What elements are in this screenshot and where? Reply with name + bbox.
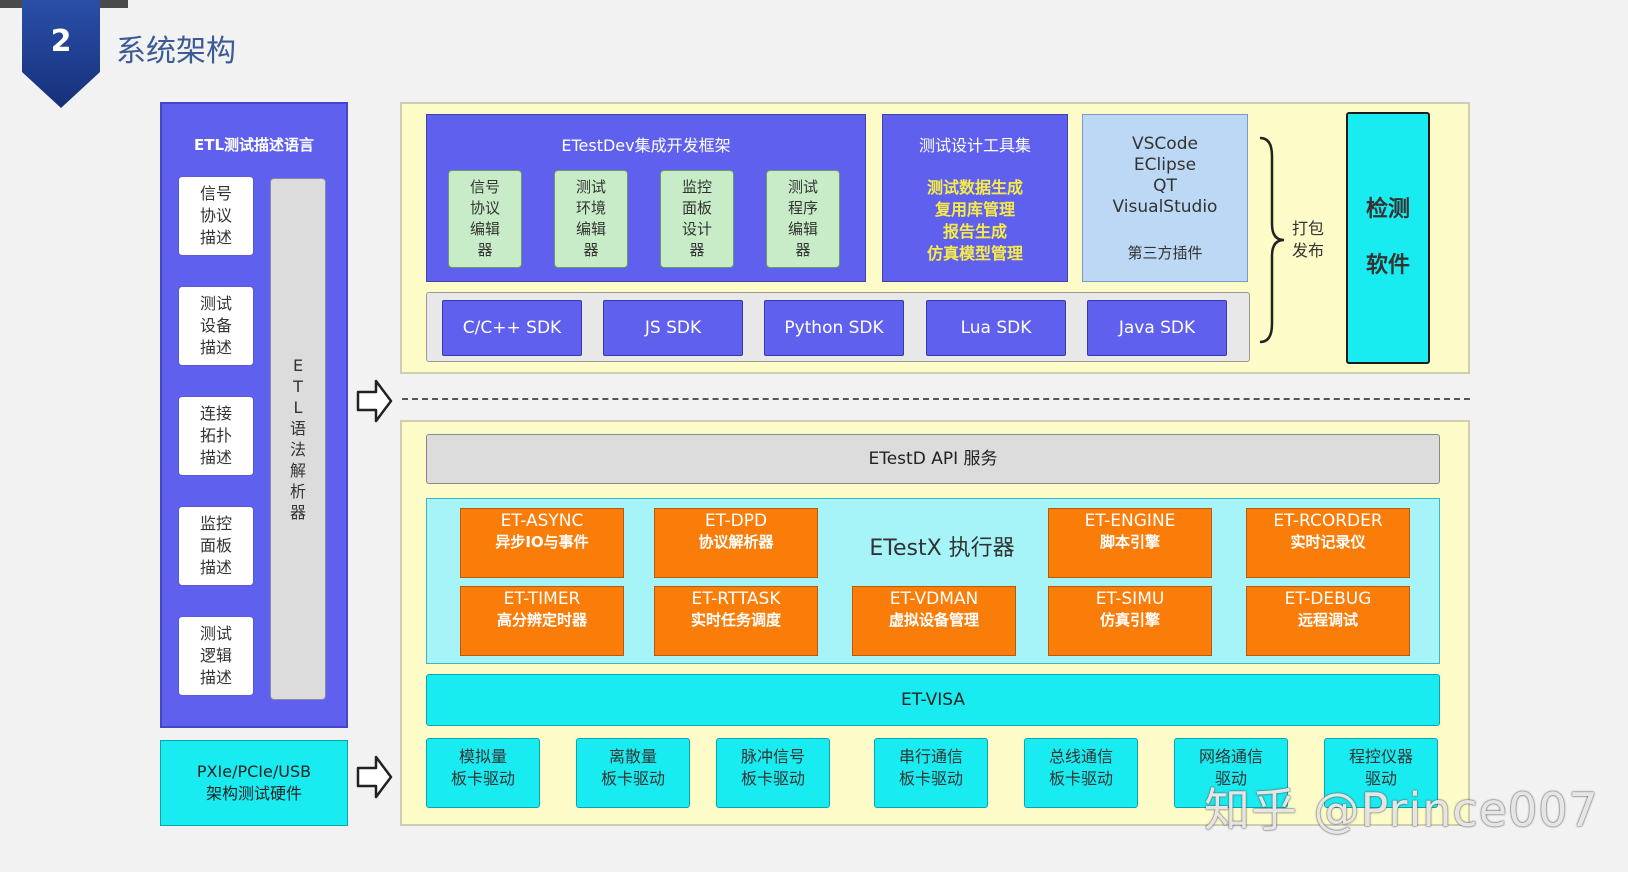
sdk-python: Python SDK	[764, 300, 904, 356]
watermark: 知乎 @Prince007	[1204, 783, 1599, 837]
module-et-timer: ET-TIMER 高分辨定时器	[460, 586, 624, 656]
etl-parser: E T L 语 法 解 析 器	[270, 178, 326, 700]
slide-title: 系统架构	[116, 34, 236, 69]
right-arrow-icon	[356, 379, 393, 423]
module-et-engine: ET-ENGINE 脚本引擎	[1048, 508, 1212, 578]
plugin-label: 第三方插件	[1127, 244, 1203, 262]
desc-box-test-device: 测试 设备 描述	[178, 286, 254, 366]
api-service-bar: ETestD API 服务	[426, 434, 1440, 484]
editor-signal-protocol: 信号 协议 编辑 器	[448, 170, 522, 268]
hardware-box: PXIe/PCIe/USB 架构测试硬件	[160, 740, 348, 826]
sdk-java: Java SDK	[1087, 300, 1227, 356]
driver-serial: 串行通信 板卡驱动	[874, 738, 988, 808]
sdk-lua: Lua SDK	[926, 300, 1066, 356]
tool-item: 测试数据生成	[926, 178, 1023, 197]
sdk-cpp: C/C++ SDK	[442, 300, 582, 356]
etestdev-title: ETestDev集成开发框架	[561, 136, 731, 155]
tool-item: 仿真模型管理	[926, 244, 1023, 263]
desc-box-monitor-panel: 监控 面板 描述	[178, 506, 254, 586]
ide-name: VisualStudio	[1112, 197, 1218, 217]
tool-item: 复用库管理	[934, 200, 1015, 219]
module-et-vdman: ET-VDMAN 虚拟设备管理	[852, 586, 1016, 656]
section-number: 2	[50, 24, 72, 59]
pack-release-label: 打包 发布	[1292, 219, 1325, 260]
right-arrow-icon	[356, 755, 393, 799]
module-et-simu: ET-SIMU 仿真引擎	[1048, 586, 1212, 656]
module-et-rttask: ET-RTTASK 实时任务调度	[654, 586, 818, 656]
tool-item: 报告生成	[942, 222, 1007, 241]
visa-layer: ET-VISA	[426, 674, 1440, 726]
desc-box-test-logic: 测试 逻辑 描述	[178, 616, 254, 696]
toolset-title: 测试设计工具集	[918, 136, 1031, 155]
third-party-ide-box	[1082, 114, 1248, 282]
zone-divider	[402, 398, 1470, 400]
driver-analog: 模拟量 板卡驱动	[426, 738, 540, 808]
driver-bus: 总线通信 板卡驱动	[1024, 738, 1138, 808]
driver-network: 网络通信 驱动	[1174, 738, 1288, 808]
designer-monitor-panel: 监控 面板 设计 器	[660, 170, 734, 268]
driver-instrument: 程控仪器 驱动	[1324, 738, 1438, 808]
sdk-js: JS SDK	[603, 300, 743, 356]
ide-name: VSCode	[1132, 134, 1198, 154]
section-badge	[22, 0, 100, 108]
editor-test-program: 测试 程序 编辑 器	[766, 170, 840, 268]
ide-name: EClipse	[1133, 155, 1197, 175]
executor-title: ETestX 执行器	[869, 536, 1015, 561]
desc-box-signal-protocol: 信号 协议 描述	[178, 176, 254, 256]
module-et-rcorder: ET-RCORDER 实时记录仪	[1246, 508, 1410, 578]
editor-test-environment: 测试 环境 编辑 器	[554, 170, 628, 268]
inspection-software-box: 检测 软件	[1346, 112, 1430, 364]
test-design-toolset	[882, 114, 1068, 282]
right-brace-icon	[1259, 136, 1285, 344]
desc-box-topology: 连接 拓扑 描述	[178, 396, 254, 476]
driver-pulse: 脉冲信号 板卡驱动	[716, 738, 830, 808]
driver-discrete: 离散量 板卡驱动	[576, 738, 690, 808]
module-et-debug: ET-DEBUG 远程调试	[1246, 586, 1410, 656]
module-et-dpd: ET-DPD 协议解析器	[654, 508, 818, 578]
module-et-async: ET-ASYNC 异步IO与事件	[460, 508, 624, 578]
etl-panel-title: ETL测试描述语言	[193, 136, 315, 154]
ide-name: QT	[1153, 176, 1177, 196]
